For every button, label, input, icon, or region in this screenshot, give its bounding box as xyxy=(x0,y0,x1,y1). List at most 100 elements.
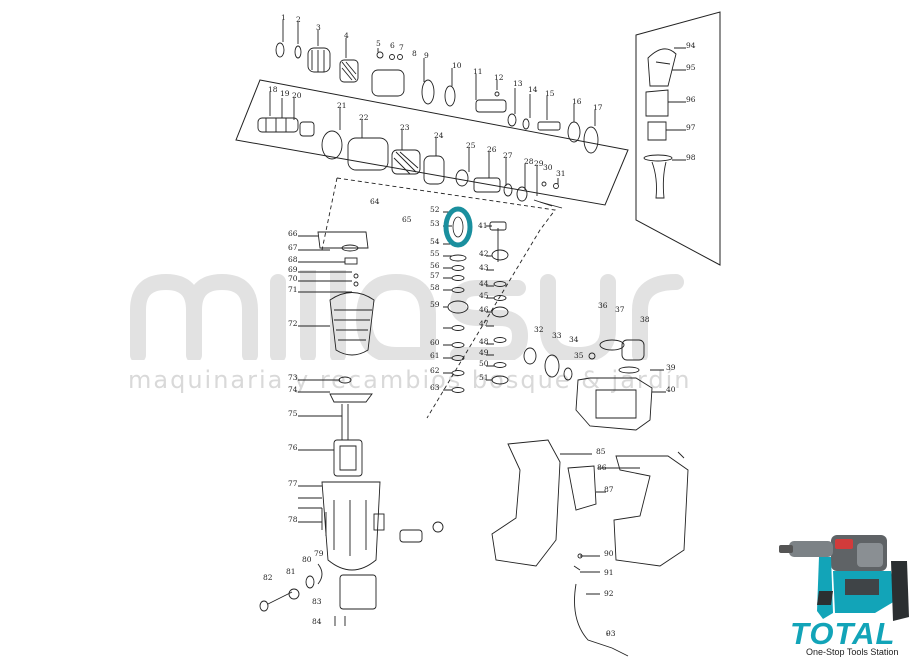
watermark-text: maquinaria y recambios bosque & jardín xyxy=(128,366,692,394)
part-label-51: 51 xyxy=(479,373,489,382)
brand-logo: TOTAL xyxy=(790,616,896,651)
part-label-39: 39 xyxy=(666,363,676,372)
part-label-57: 57 xyxy=(430,271,440,280)
part-label-26: 26 xyxy=(487,145,497,154)
part-label-72: 72 xyxy=(288,319,298,328)
part-label-59: 59 xyxy=(430,300,440,309)
part-label-48: 48 xyxy=(479,337,489,346)
part-label-33: 33 xyxy=(552,331,562,340)
part-label-21: 21 xyxy=(337,101,347,110)
part-label-66: 66 xyxy=(288,229,298,238)
part-label-12: 12 xyxy=(494,73,504,82)
part-label-87: 87 xyxy=(604,485,614,494)
part-label-92: 92 xyxy=(604,589,614,598)
part-label-17: 17 xyxy=(593,103,603,112)
part-label-30: 30 xyxy=(543,163,553,172)
part-label-80: 80 xyxy=(302,555,312,564)
part-label-8: 8 xyxy=(412,49,417,58)
part-label-56: 56 xyxy=(430,261,440,270)
part-label-50: 50 xyxy=(479,359,489,368)
part-label-5: 5 xyxy=(376,39,381,48)
part-label-91: 91 xyxy=(604,568,614,577)
part-label-37: 37 xyxy=(615,305,625,314)
part-label-7: 7 xyxy=(399,43,404,52)
part-label-61: 61 xyxy=(430,351,440,360)
part-label-16: 16 xyxy=(572,97,582,106)
part-label-28: 28 xyxy=(524,157,534,166)
part-label-6: 6 xyxy=(390,41,395,50)
part-label-84: 84 xyxy=(312,617,322,626)
part-label-54: 54 xyxy=(430,237,440,246)
part-label-93: 93 xyxy=(606,629,616,638)
part-label-2: 2 xyxy=(296,15,301,24)
part-label-43: 43 xyxy=(479,263,489,272)
product-thumbnail xyxy=(779,535,909,621)
part-label-29: 29 xyxy=(534,159,544,168)
part-label-73: 73 xyxy=(288,373,298,382)
part-label-96: 96 xyxy=(686,95,696,104)
part-label-58: 58 xyxy=(430,283,440,292)
part-label-38: 38 xyxy=(640,315,650,324)
part-label-41: 41 xyxy=(478,221,488,230)
part-label-49: 49 xyxy=(479,348,489,357)
part-label-31: 31 xyxy=(556,169,566,178)
part-label-52: 52 xyxy=(430,205,440,214)
part-label-3: 3 xyxy=(316,23,321,32)
part-label-76: 76 xyxy=(288,443,298,452)
part-label-55: 55 xyxy=(430,249,440,258)
part-label-9: 9 xyxy=(424,51,429,60)
part-label-75: 75 xyxy=(288,409,298,418)
part-label-42: 42 xyxy=(479,249,489,258)
part-label-32: 32 xyxy=(534,325,544,334)
part-label-98: 98 xyxy=(686,153,696,162)
part-label-36: 36 xyxy=(598,301,608,310)
part-label-24: 24 xyxy=(434,131,444,140)
part-label-65: 65 xyxy=(402,215,412,224)
part-label-13: 13 xyxy=(513,79,523,88)
part-label-47: 47 xyxy=(479,319,489,328)
part-label-74: 74 xyxy=(288,385,298,394)
part-label-62: 62 xyxy=(430,366,440,375)
part-label-60: 60 xyxy=(430,338,440,347)
part-label-82: 82 xyxy=(263,573,273,582)
part-label-18: 18 xyxy=(268,85,278,94)
part-label-64: 64 xyxy=(370,197,380,206)
part-label-35: 35 xyxy=(574,351,584,360)
part-label-77: 77 xyxy=(288,479,298,488)
part-label-20: 20 xyxy=(292,91,302,100)
part-label-81: 81 xyxy=(286,567,296,576)
part-label-68: 68 xyxy=(288,255,298,264)
part-label-90: 90 xyxy=(604,549,614,558)
part-label-19: 19 xyxy=(280,89,290,98)
part-label-79: 79 xyxy=(314,549,324,558)
part-label-85: 85 xyxy=(596,447,606,456)
part-label-23: 23 xyxy=(400,123,410,132)
part-label-86: 86 xyxy=(597,463,607,472)
part-label-25: 25 xyxy=(466,141,476,150)
part-label-4: 4 xyxy=(344,31,349,40)
part-label-83: 83 xyxy=(312,597,322,606)
part-label-45: 45 xyxy=(479,291,489,300)
part-label-34: 34 xyxy=(569,335,579,344)
part-label-22: 22 xyxy=(359,113,369,122)
part-label-71: 71 xyxy=(288,285,298,294)
part-label-94: 94 xyxy=(686,41,696,50)
part-label-27: 27 xyxy=(503,151,513,160)
part-label-97: 97 xyxy=(686,123,696,132)
part-label-44: 44 xyxy=(479,279,489,288)
part-label-46: 46 xyxy=(479,305,489,314)
part-label-63: 63 xyxy=(430,383,440,392)
part-label-40: 40 xyxy=(666,385,676,394)
part-label-15: 15 xyxy=(545,89,555,98)
part-label-11: 11 xyxy=(473,67,483,76)
part-label-53: 53 xyxy=(430,219,440,228)
part-label-10: 10 xyxy=(452,61,462,70)
part-label-67: 67 xyxy=(288,243,298,252)
part-label-69: 69 xyxy=(288,265,298,274)
part-label-70: 70 xyxy=(288,274,298,283)
part-label-95: 95 xyxy=(686,63,696,72)
brand-tagline: One-Stop Tools Station xyxy=(806,647,899,657)
